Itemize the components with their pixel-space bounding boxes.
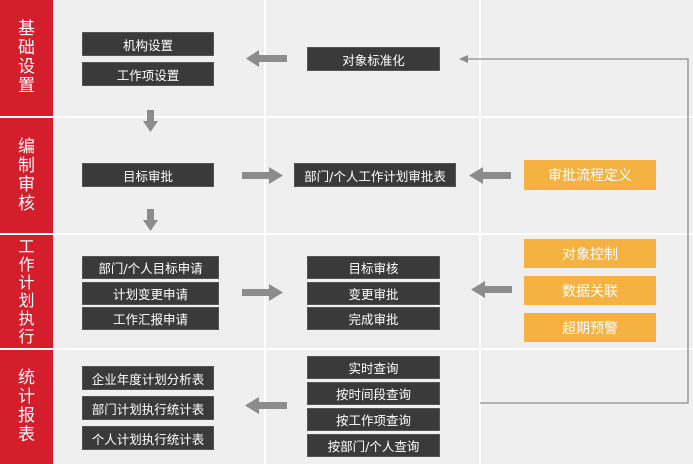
box-work-report-application[interactable]: 工作汇报申请 (82, 307, 219, 330)
arrow-left-queries (245, 397, 287, 414)
arrow-down-basic-to-compile (143, 110, 158, 132)
box-work-item-query[interactable]: 按工作项查询 (307, 408, 440, 431)
box-plan-change-application[interactable]: 计划变更申请 (82, 282, 219, 305)
box-period-query[interactable]: 按时间段查询 (307, 382, 440, 405)
box-approval-flow-definition[interactable]: 审批流程定义 (524, 160, 656, 190)
arrow-left-standardization (246, 50, 287, 67)
row-separator (0, 233, 693, 235)
box-target-approval[interactable]: 目标审批 (82, 163, 214, 187)
box-completion-approval[interactable]: 完成审批 (307, 307, 440, 330)
section-label-compile: 编制审核 (0, 118, 53, 233)
box-overdue-warning[interactable]: 超期预警 (524, 313, 656, 342)
box-change-approval[interactable]: 变更审批 (307, 282, 440, 305)
box-annual-plan-analysis[interactable]: 企业年度计划分析表 (82, 366, 214, 390)
box-dept-plan-statistics[interactable]: 部门计划执行统计表 (82, 396, 214, 420)
arrow-right-target-approval (242, 167, 283, 184)
section-label-basic: 基础设置 (0, 0, 53, 116)
arrow-left-controls (471, 281, 512, 298)
arrow-left-flow-definition (469, 167, 511, 184)
box-object-standardization[interactable]: 对象标准化 (307, 47, 440, 71)
section-label-report: 统计报表 (0, 350, 53, 464)
arrow-right-applications (242, 284, 283, 301)
box-realtime-query[interactable]: 实时查询 (307, 356, 440, 379)
box-work-item-setup[interactable]: 工作项设置 (82, 62, 214, 86)
feedback-arrowhead (459, 55, 468, 63)
box-personal-plan-statistics[interactable]: 个人计划执行统计表 (82, 426, 214, 450)
column-3-background (481, 0, 693, 464)
arrow-down-compile-to-execute (143, 209, 158, 231)
box-object-control[interactable]: 对象控制 (524, 239, 656, 268)
box-plan-approval-sheet[interactable]: 部门/个人工作计划审批表 (294, 163, 456, 187)
feedback-connector (466, 58, 689, 404)
box-data-association[interactable]: 数据关联 (524, 276, 656, 305)
section-label-execute: 工作计划执行 (0, 235, 53, 348)
box-org-setup[interactable]: 机构设置 (82, 32, 214, 56)
row-separator (0, 116, 693, 118)
row-separator (0, 348, 693, 350)
box-dept-person-query[interactable]: 按部门/个人查询 (307, 434, 440, 457)
box-target-review[interactable]: 目标审核 (307, 256, 440, 279)
box-target-application[interactable]: 部门/个人目标申请 (82, 256, 219, 279)
